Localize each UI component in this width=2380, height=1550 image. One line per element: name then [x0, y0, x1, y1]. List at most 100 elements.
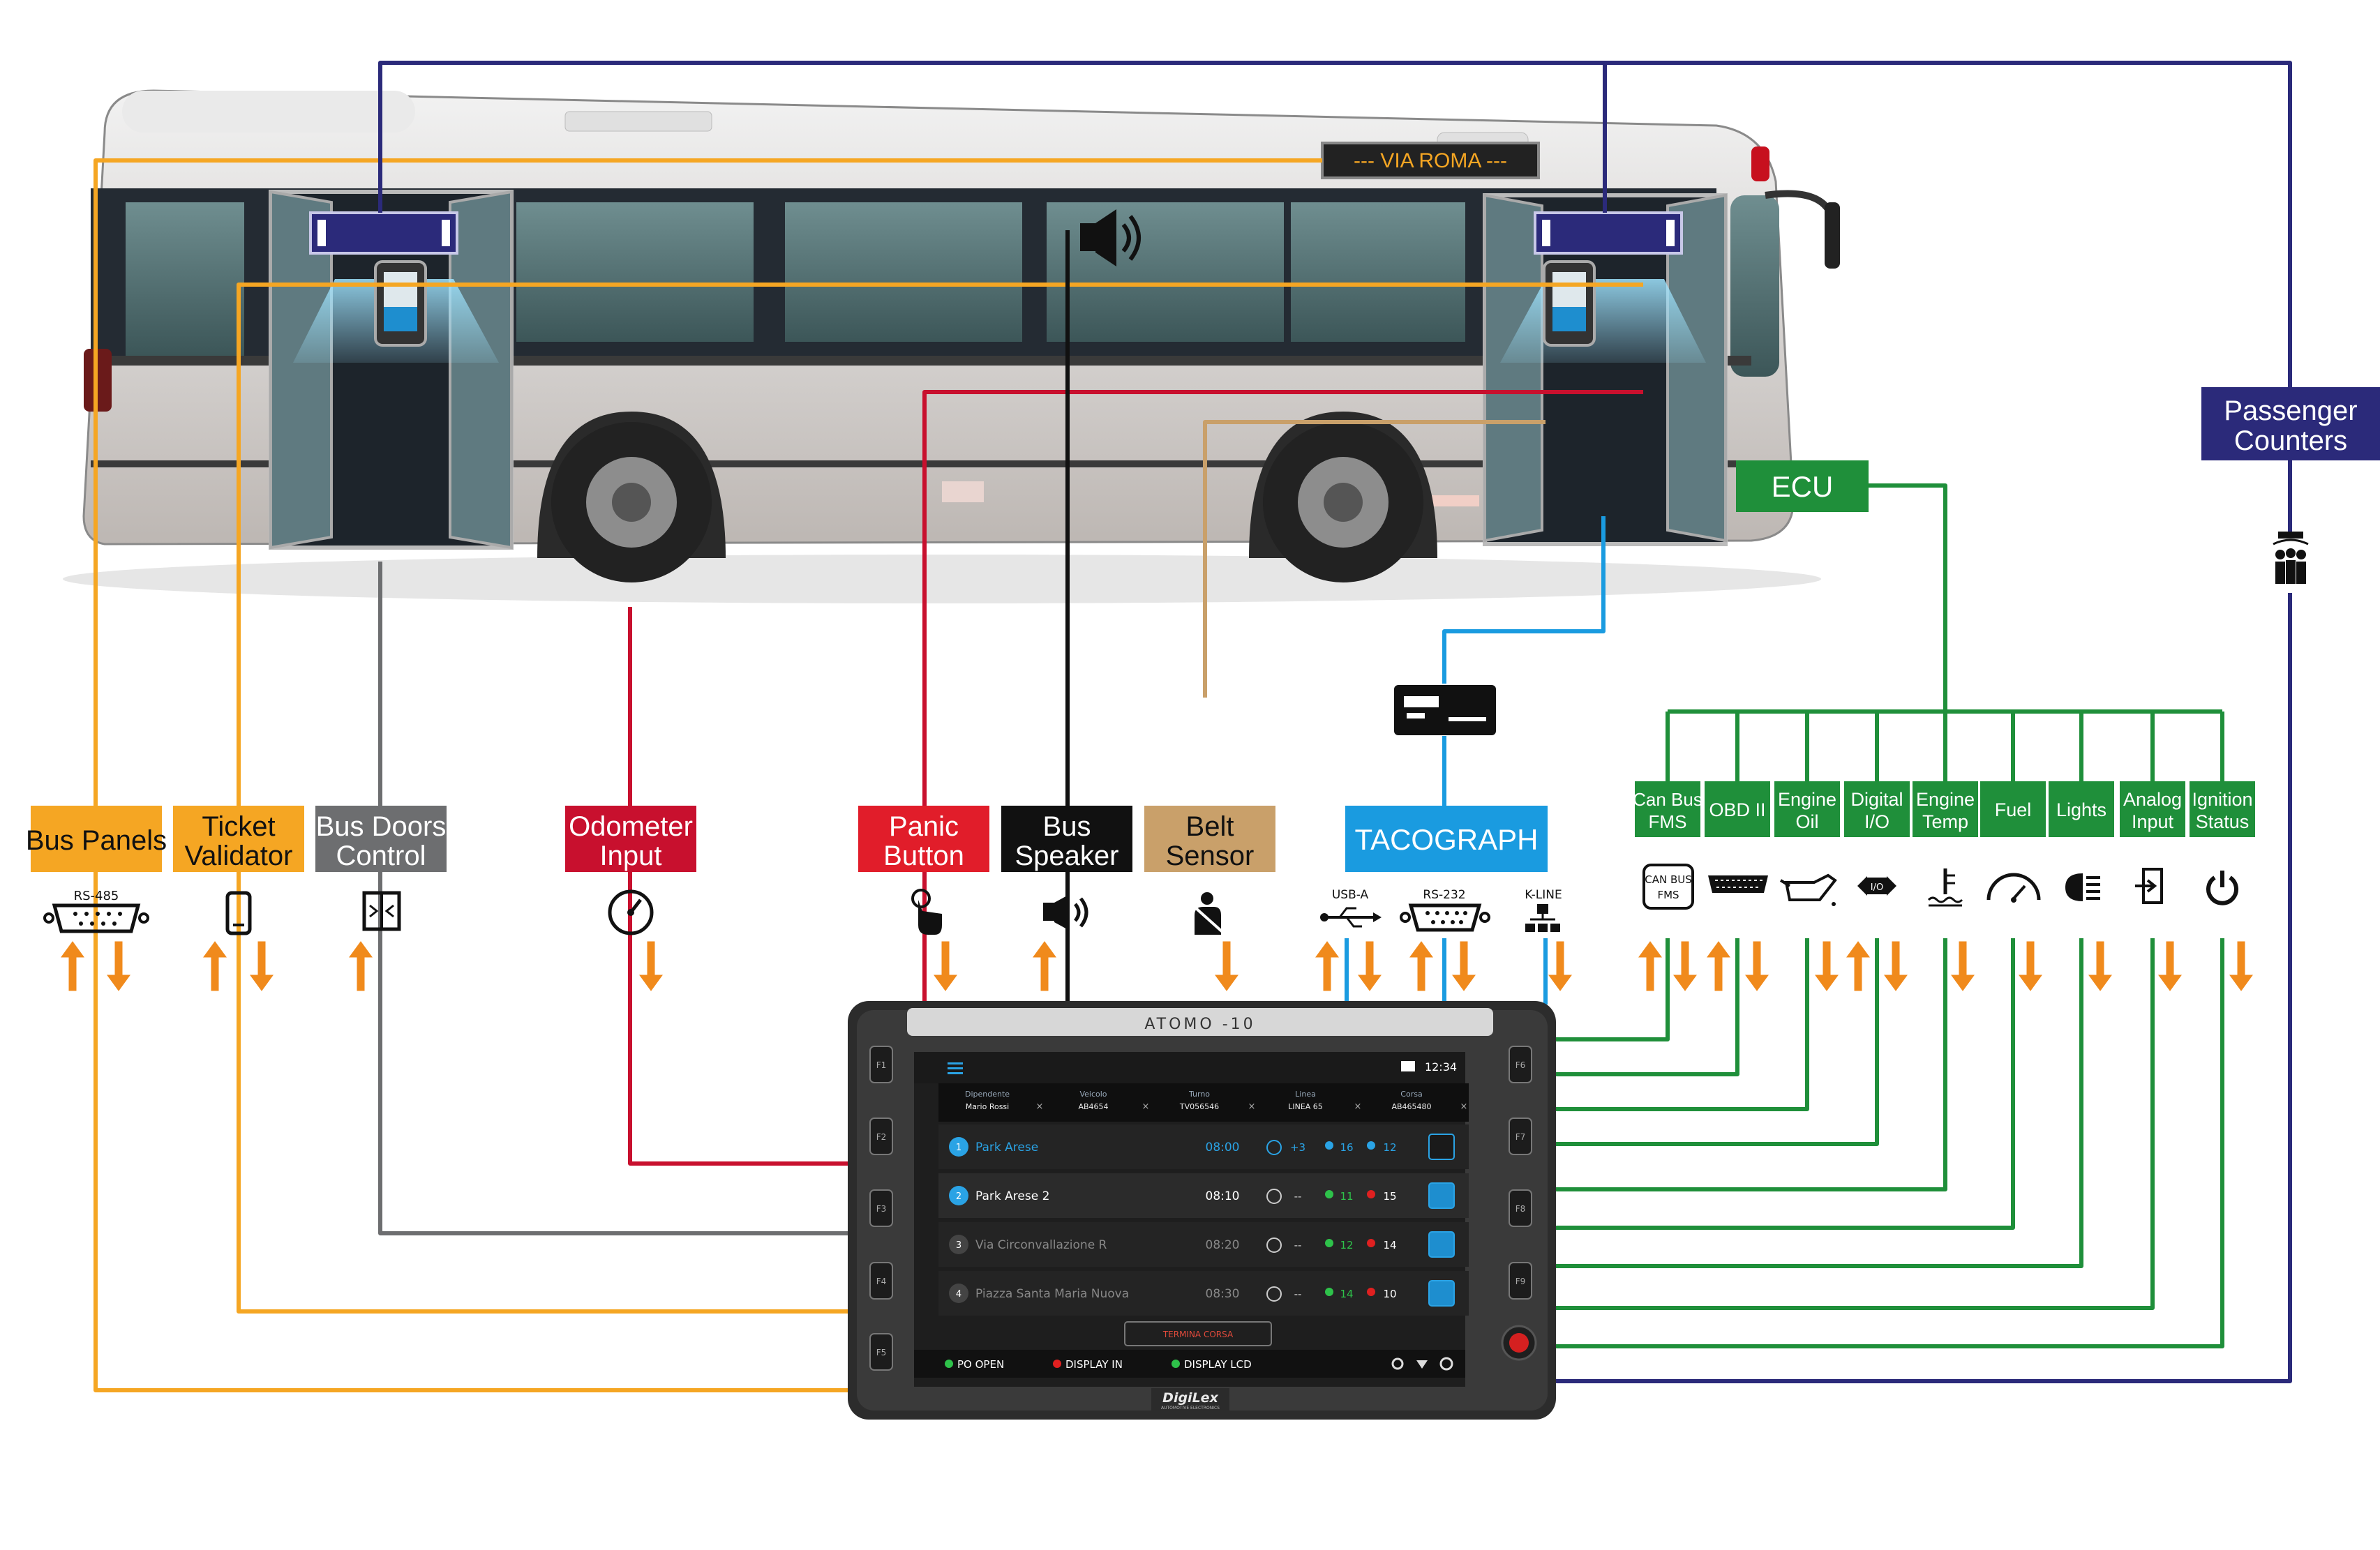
- bus-speaker-icon: [1080, 209, 1141, 266]
- function-key-f3[interactable]: F3: [869, 1189, 893, 1227]
- output-arrow-icon: [639, 941, 663, 991]
- boarding-icon: [1325, 1288, 1333, 1296]
- menu-icon[interactable]: [948, 1062, 963, 1074]
- clear-field-icon[interactable]: ×: [1354, 1101, 1362, 1112]
- status-indicator: DISPLAY IN: [1053, 1358, 1123, 1371]
- function-key-f1[interactable]: F1: [869, 1046, 893, 1083]
- status-indicator-label: PO OPEN: [957, 1358, 1004, 1371]
- function-key-f2[interactable]: F2: [869, 1118, 893, 1155]
- location-icon: [1391, 1357, 1404, 1370]
- input-arrow-icon: [1315, 941, 1339, 991]
- label-panic-button: Panic Button: [858, 806, 989, 872]
- function-key-f4[interactable]: F4: [869, 1262, 893, 1300]
- function-key-label: F6: [1515, 1060, 1526, 1070]
- stop-name: Via Circonvallazione R: [975, 1238, 1107, 1252]
- power-button[interactable]: [1501, 1325, 1537, 1361]
- label-speaker-text-1: Bus: [1043, 811, 1091, 842]
- label-passenger-text-2: Counters: [2234, 426, 2347, 456]
- function-key-label: F2: [876, 1132, 887, 1142]
- stop-number-badge: [949, 1235, 968, 1254]
- boarding-count: 14: [1340, 1288, 1353, 1300]
- info-field-value: Mario Rossi: [966, 1102, 1009, 1111]
- input-arrow-icon: [1638, 941, 1662, 991]
- label-engine-temp-1: Engine: [1916, 789, 1975, 810]
- front-door: [1483, 193, 1728, 546]
- input-arrow-icon: [349, 941, 373, 991]
- stop-number: 3: [956, 1240, 961, 1251]
- function-key-f8[interactable]: F8: [1509, 1189, 1532, 1227]
- label-bus-doors-text-1: Bus Doors: [316, 811, 447, 842]
- end-trip-button-label: TERMINA CORSA: [1162, 1330, 1234, 1339]
- alighting-count: 10: [1383, 1288, 1396, 1300]
- clear-field-icon[interactable]: ×: [1036, 1101, 1044, 1112]
- input-arrow-icon: [1409, 941, 1433, 991]
- label-ecu: ECU: [1736, 460, 1869, 512]
- function-key-f5[interactable]: F5: [869, 1333, 893, 1371]
- function-key-f7[interactable]: F7: [1509, 1118, 1532, 1155]
- rs232-port-label: RS-232: [1423, 888, 1465, 902]
- clear-field-icon[interactable]: ×: [1142, 1101, 1150, 1112]
- output-arrow-icon: [934, 941, 957, 991]
- stop-detail-icon[interactable]: [1428, 1134, 1455, 1160]
- status-indicator-label: DISPLAY IN: [1065, 1358, 1123, 1371]
- rs485-port-label: RS-485: [74, 889, 119, 903]
- stop-detail-icon[interactable]: [1428, 1280, 1455, 1307]
- doors-icon: [362, 891, 401, 931]
- input-arrow-icon: [61, 941, 84, 991]
- label-panic-text-1: Panic: [889, 811, 959, 842]
- stop-detail-icon[interactable]: [1428, 1182, 1455, 1209]
- output-arrow-icon: [250, 941, 274, 991]
- clear-field-icon[interactable]: ×: [1460, 1101, 1468, 1112]
- label-ticket-validator: Ticket Validator: [173, 806, 304, 872]
- output-arrow-icon: [107, 941, 130, 991]
- output-arrow-icon: [2158, 941, 2182, 991]
- clear-field-icon[interactable]: ×: [1248, 1101, 1256, 1112]
- label-engine-oil-2: Oil: [1796, 811, 1819, 832]
- stop-time: 08:00: [1206, 1141, 1240, 1154]
- label-belt-text-1: Belt: [1186, 811, 1234, 842]
- label-analog-2: Input: [2132, 811, 2174, 832]
- function-key-f9[interactable]: F9: [1509, 1262, 1532, 1300]
- info-field-value: AB465480: [1391, 1102, 1431, 1111]
- canbus-icon-text-2: FMS: [1657, 889, 1679, 901]
- stop-number: 2: [956, 1191, 961, 1202]
- finger-press-icon: [911, 889, 942, 935]
- input-arrow-icon: [1846, 941, 1870, 991]
- alighting-icon: [1367, 1190, 1375, 1198]
- label-ignition-2: Status: [2196, 811, 2250, 832]
- alighting-count: 12: [1383, 1141, 1396, 1154]
- label-ecu-text: ECU: [1772, 470, 1834, 503]
- end-trip-button[interactable]: TERMINA CORSA: [1124, 1321, 1272, 1346]
- destination-sign-text: --- VIA ROMA ---: [1354, 149, 1507, 172]
- label-belt-text-2: Sensor: [1166, 841, 1255, 871]
- output-arrow-icon: [1358, 941, 1382, 991]
- stop-delay: --: [1294, 1288, 1302, 1300]
- info-field-value: LINEA 65: [1288, 1102, 1323, 1111]
- function-key-label: F8: [1515, 1204, 1526, 1214]
- tachograph-device-icon: [1394, 685, 1496, 735]
- function-key-f6[interactable]: F6: [1509, 1046, 1532, 1083]
- mail-icon[interactable]: [1401, 1061, 1415, 1071]
- canbus-icon-text-1: CAN BUS: [1645, 873, 1692, 886]
- label-lights: Lights: [2056, 799, 2106, 820]
- function-key-label: F7: [1515, 1132, 1526, 1142]
- boarding-count: 12: [1340, 1239, 1353, 1251]
- wifi-icon: [1416, 1360, 1428, 1369]
- input-icon: [2135, 868, 2163, 904]
- rear-wheel: [537, 412, 726, 582]
- stop-detail-icon[interactable]: [1428, 1231, 1455, 1258]
- stop-number: 1: [956, 1143, 961, 1153]
- serial-port-icon: [1400, 903, 1490, 932]
